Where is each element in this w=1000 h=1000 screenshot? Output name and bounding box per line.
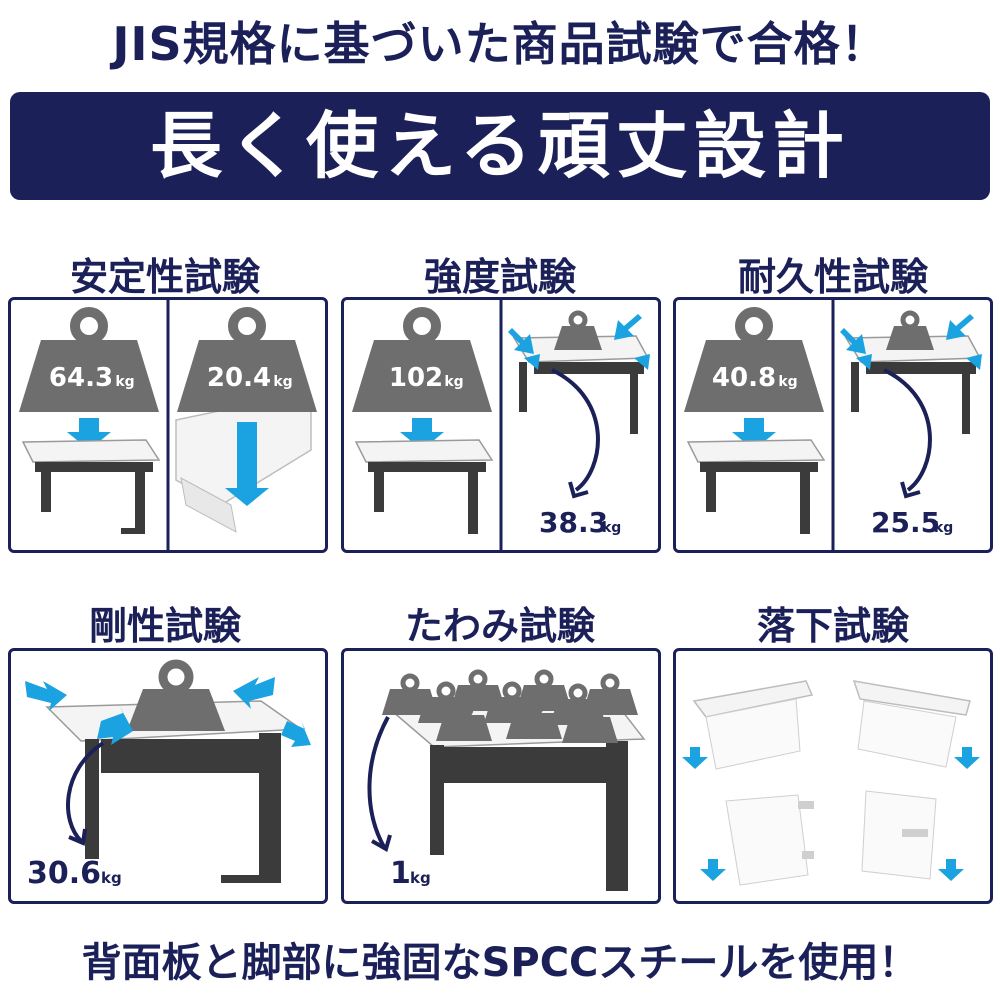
- svg-text:kg: kg: [444, 374, 463, 390]
- arrow-icon: [856, 354, 872, 370]
- svg-text:kg: kg: [410, 869, 431, 887]
- weight-icon: 20.4 kg: [177, 307, 317, 412]
- desk-icon: [692, 680, 814, 770]
- arrow-icon: [25, 681, 67, 711]
- arrow-icon: [97, 705, 133, 745]
- svg-text:40.8: 40.8: [712, 363, 776, 393]
- svg-text:kg: kg: [115, 374, 134, 390]
- arrow-icon: [508, 328, 534, 354]
- strength-illustration: 102 kg 38.3 kg: [352, 300, 650, 550]
- test-title-strength: 強度試験: [423, 255, 576, 299]
- svg-text:kg: kg: [778, 374, 797, 390]
- curved-arrow-icon: [66, 741, 105, 843]
- svg-text:kg: kg: [273, 374, 292, 390]
- arrow-icon: [233, 677, 275, 709]
- down-arrow-icon: [400, 418, 444, 450]
- down-arrow-icon: [225, 422, 269, 506]
- weights-group: [382, 669, 638, 743]
- svg-text:25.5: 25.5: [871, 506, 940, 539]
- test-title-stability: 安定性試験: [69, 255, 260, 299]
- panel-rigidity: 30.6 kg: [8, 648, 328, 904]
- test-title-deflection: たわみ試験: [404, 604, 595, 648]
- arrow-icon: [840, 328, 866, 354]
- down-arrow-icon: [700, 859, 726, 881]
- desk-icon: [852, 680, 971, 768]
- arrow-icon: [634, 354, 650, 370]
- svg-text:102: 102: [389, 363, 443, 393]
- desk-icon: [21, 439, 161, 534]
- panel-strength: 102 kg 38.3 kg: [341, 297, 661, 553]
- desk-icon: [844, 335, 982, 434]
- header-title: JIS規格に基づいた商品試験で合格！: [112, 17, 888, 71]
- svg-text:64.3: 64.3: [49, 363, 113, 393]
- curved-arrow-icon: [883, 368, 932, 492]
- curved-arrow-icon: [367, 716, 390, 848]
- weight-icon: 64.3 kg: [19, 307, 159, 412]
- test-title-drop: 落下試験: [756, 604, 909, 648]
- desk-icon: [686, 439, 826, 534]
- down-arrow-icon: [67, 418, 111, 450]
- curved-arrow-icon: [551, 368, 600, 492]
- test-title-rigidity: 剛性試験: [88, 604, 241, 648]
- arrow-icon: [966, 354, 982, 370]
- desk-icon: [354, 439, 494, 534]
- weight-icon: 40.8 kg: [684, 307, 824, 412]
- deflection-illustration: 1 kg: [367, 669, 646, 891]
- banner: 長く使える頑丈設計: [10, 92, 990, 200]
- desk-icon: [861, 790, 937, 880]
- desk-icon: [45, 700, 304, 883]
- svg-text:kg: kg: [934, 520, 953, 536]
- weight-icon: 102 kg: [352, 307, 492, 412]
- down-arrow-icon: [938, 859, 964, 881]
- svg-text:20.4: 20.4: [207, 363, 271, 393]
- arrow-icon: [946, 314, 974, 340]
- footer-text: 背面板と脚部に強固なSPCCスチールを使用！: [81, 940, 919, 986]
- drop-illustration: [682, 680, 980, 886]
- weight-icon: [886, 310, 934, 350]
- panel-drop: [673, 648, 993, 904]
- banner-text: 長く使える頑丈設計: [150, 104, 850, 188]
- durability-illustration: 40.8 kg 25.5 kg: [684, 300, 982, 550]
- test-title-durability: 耐久性試験: [737, 255, 928, 299]
- desk-icon: [725, 794, 814, 886]
- arrow-icon: [524, 354, 540, 370]
- svg-text:kg: kg: [101, 869, 122, 887]
- down-arrow-icon: [954, 747, 980, 769]
- svg-text:1: 1: [390, 856, 411, 891]
- rigidity-illustration: 30.6 kg: [25, 659, 311, 891]
- panel-deflection: 1 kg: [341, 648, 661, 904]
- arrow-icon: [281, 721, 311, 747]
- panel-durability: 40.8 kg 25.5 kg: [673, 297, 993, 553]
- weight-icon: [127, 659, 225, 731]
- stability-illustration: 64.3 kg 20.4 kg: [19, 300, 317, 550]
- weight-icon: [554, 310, 602, 350]
- down-arrow-icon: [682, 747, 708, 769]
- svg-text:30.6: 30.6: [27, 856, 101, 891]
- down-arrow-icon: [732, 418, 776, 450]
- svg-text:kg: kg: [602, 520, 621, 536]
- arrow-icon: [614, 314, 642, 340]
- panel-stability: 64.3 kg 20.4 kg: [8, 297, 328, 553]
- desk-icon: [512, 335, 650, 434]
- svg-text:38.3: 38.3: [539, 506, 608, 539]
